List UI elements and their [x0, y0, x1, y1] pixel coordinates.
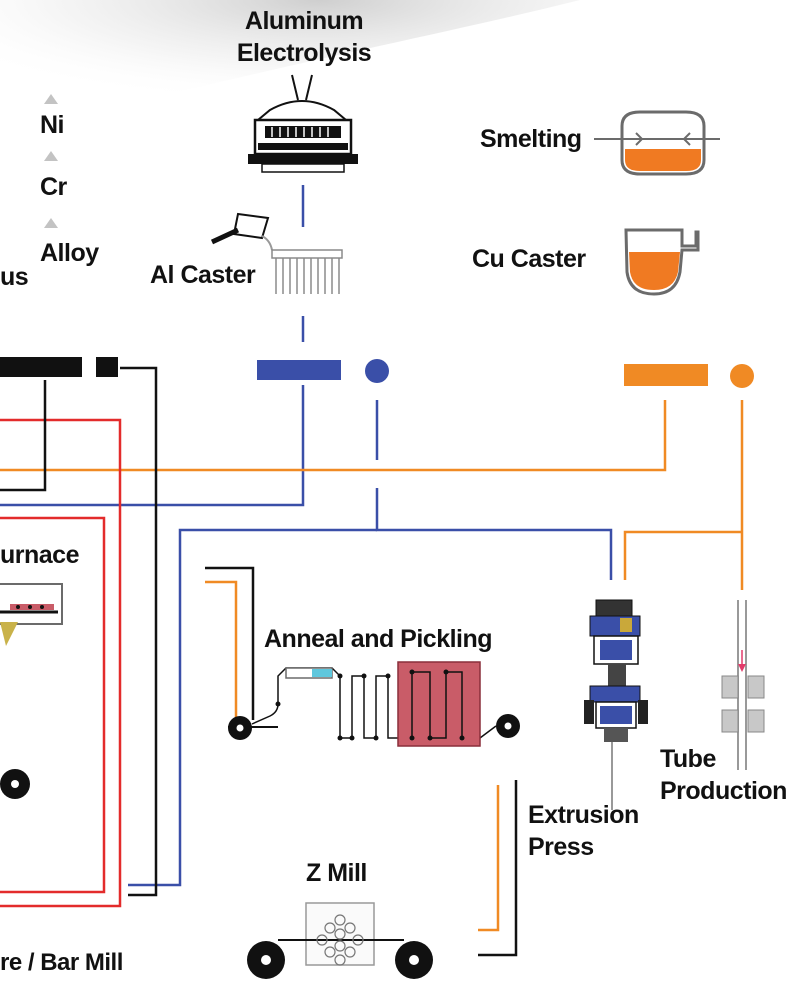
aluminum-rod-dot — [365, 359, 389, 383]
smelting-vessel-icon — [594, 110, 720, 176]
anneal-and-pickling-label: Anneal and Pickling — [264, 625, 493, 653]
cr-label: Cr — [40, 173, 67, 201]
tube-production-label-line1: Tube — [660, 745, 716, 773]
pickling-tank — [397, 661, 481, 747]
tube-drawing-icon — [721, 600, 765, 770]
copper-ladle-icon — [624, 228, 700, 296]
alloy-flow-lines — [0, 418, 122, 908]
coil-icon — [0, 769, 30, 799]
aluminum-billet-bar — [257, 360, 341, 380]
z-mill-icon — [247, 902, 433, 979]
background-sheen — [0, 0, 580, 140]
extrusion-press-label-line1: Extrusion — [528, 801, 639, 829]
alloy-label: Alloy — [40, 239, 99, 267]
wire-bar-mill-label-fragment: re / Bar Mill — [0, 949, 123, 976]
cu-caster-label: Cu Caster — [472, 245, 586, 273]
triangle-icon — [44, 94, 58, 228]
aluminum-electrolysis-label-line1: Aluminum — [244, 7, 364, 35]
black-flow-lines — [0, 366, 518, 957]
copper-rod-dot — [730, 364, 754, 388]
extrusion-press-label-line2: Press — [528, 833, 594, 861]
al-caster-label: Al Caster — [150, 261, 256, 289]
aluminum-flow-lines — [0, 185, 613, 887]
anneal-pickling-line-icon — [228, 661, 520, 747]
electrolysis-cell-icon — [248, 74, 358, 173]
furnace-icon — [0, 583, 63, 646]
ni-label: Ni — [40, 111, 65, 139]
z-mill-label: Z Mill — [306, 859, 367, 887]
copper-billet-bar — [624, 364, 708, 386]
alloy-billet-bar-short — [96, 357, 118, 377]
us-label-fragment: us — [0, 263, 29, 291]
crucible-icon — [210, 212, 273, 251]
aluminum-electrolysis-label-line2: Electrolysis — [236, 39, 372, 67]
copper-flow-lines — [0, 400, 744, 932]
caster-mold-icon — [271, 249, 343, 294]
smelting-label: Smelting — [480, 125, 582, 153]
extrusion-press-icon — [584, 599, 648, 810]
tube-production-label-line2: Production — [660, 777, 787, 805]
furnace-label-fragment: urnace — [0, 541, 79, 569]
alloy-billet-bar — [0, 357, 82, 377]
